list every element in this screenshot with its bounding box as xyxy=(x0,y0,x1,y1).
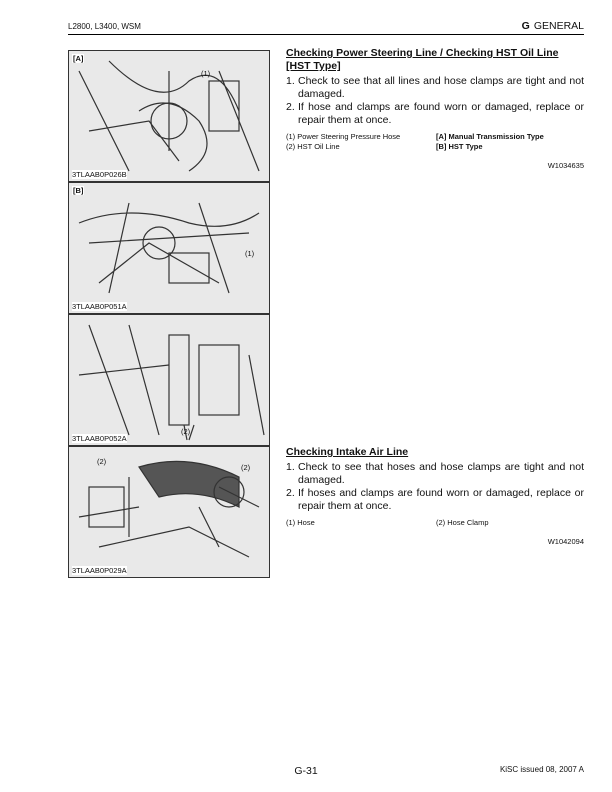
engine-illustration xyxy=(78,324,265,441)
figure-caption: 3TLAAB0P029A xyxy=(72,566,127,575)
reference-code: W1042094 xyxy=(547,537,584,546)
header-rule xyxy=(68,34,584,35)
step-number: 1. xyxy=(286,75,295,87)
engine-illustration xyxy=(78,460,260,558)
legend-item: (2) Hose Clamp xyxy=(436,518,489,527)
step-text: If hose and clamps are found worn or dam… xyxy=(298,101,584,126)
figure-power-steering-hst: [B] (1) 3TLAAB0P051A xyxy=(68,182,270,314)
section-intake-air: Checking Intake Air Line 1.Check to see … xyxy=(286,446,584,548)
figure-power-steering-manual: [A] (1) 3TLAAB0P026B xyxy=(68,50,270,182)
step: 2.If hoses and clamps are found worn or … xyxy=(286,487,584,513)
step-number: 1. xyxy=(286,461,295,473)
step-text: Check to see that all lines and hose cla… xyxy=(298,75,584,100)
header-models: L2800, L3400, WSM xyxy=(68,22,141,31)
legend: (1) Power Steering Pressure Hose [A] Man… xyxy=(286,132,584,152)
legend-item: (1) Power Steering Pressure Hose xyxy=(286,132,401,141)
legend: (1) Hose (2) Hose Clamp xyxy=(286,518,584,528)
figure-label: [A] xyxy=(72,54,85,63)
legend-item: (2) HST Oil Line xyxy=(286,142,340,151)
engine-illustration xyxy=(78,60,260,172)
step-number: 2. xyxy=(286,487,295,499)
callout: (1) xyxy=(201,69,211,78)
section-name: GENERAL xyxy=(533,20,584,32)
callout: (1) xyxy=(245,249,255,258)
step-number: 2. xyxy=(286,101,295,113)
legend-item: [A] Manual Transmission Type xyxy=(436,132,544,141)
engine-illustration xyxy=(78,202,260,294)
section-title: Checking Power Steering Line / Checking … xyxy=(286,47,559,72)
step-text: If hoses and clamps are found worn or da… xyxy=(298,487,584,512)
figure-caption: 3TLAAB0P026B xyxy=(72,170,127,179)
callout: (2) xyxy=(181,427,191,436)
figure-caption: 3TLAAB0P052A xyxy=(72,434,127,443)
page-number: G-31 xyxy=(294,765,318,777)
legend-item: [B] HST Type xyxy=(436,142,483,151)
callout: (2) xyxy=(241,463,251,472)
step: 1.Check to see that hoses and hose clamp… xyxy=(286,461,584,487)
section-letter: G xyxy=(521,20,530,32)
callout: (2) xyxy=(97,457,107,466)
step-text: Check to see that hoses and hose clamps … xyxy=(298,461,584,486)
figure-intake-air-line: (2) (2) 3TLAAB0P029A xyxy=(68,446,270,578)
step: 1.Check to see that all lines and hose c… xyxy=(286,75,584,101)
figure-label: [B] xyxy=(72,186,85,195)
issue-info: KiSC issued 08, 2007 A xyxy=(499,765,584,774)
figure-caption: 3TLAAB0P051A xyxy=(72,302,127,311)
step: 2.If hose and clamps are found worn or d… xyxy=(286,101,584,127)
section-power-steering: Checking Power Steering Line / Checking … xyxy=(286,47,584,172)
reference-code: W1034635 xyxy=(547,161,584,170)
figure-hst-oil-line: (2) 3TLAAB0P052A xyxy=(68,314,270,446)
section-title: Checking Intake Air Line xyxy=(286,446,409,458)
legend-item: (1) Hose xyxy=(286,518,315,527)
